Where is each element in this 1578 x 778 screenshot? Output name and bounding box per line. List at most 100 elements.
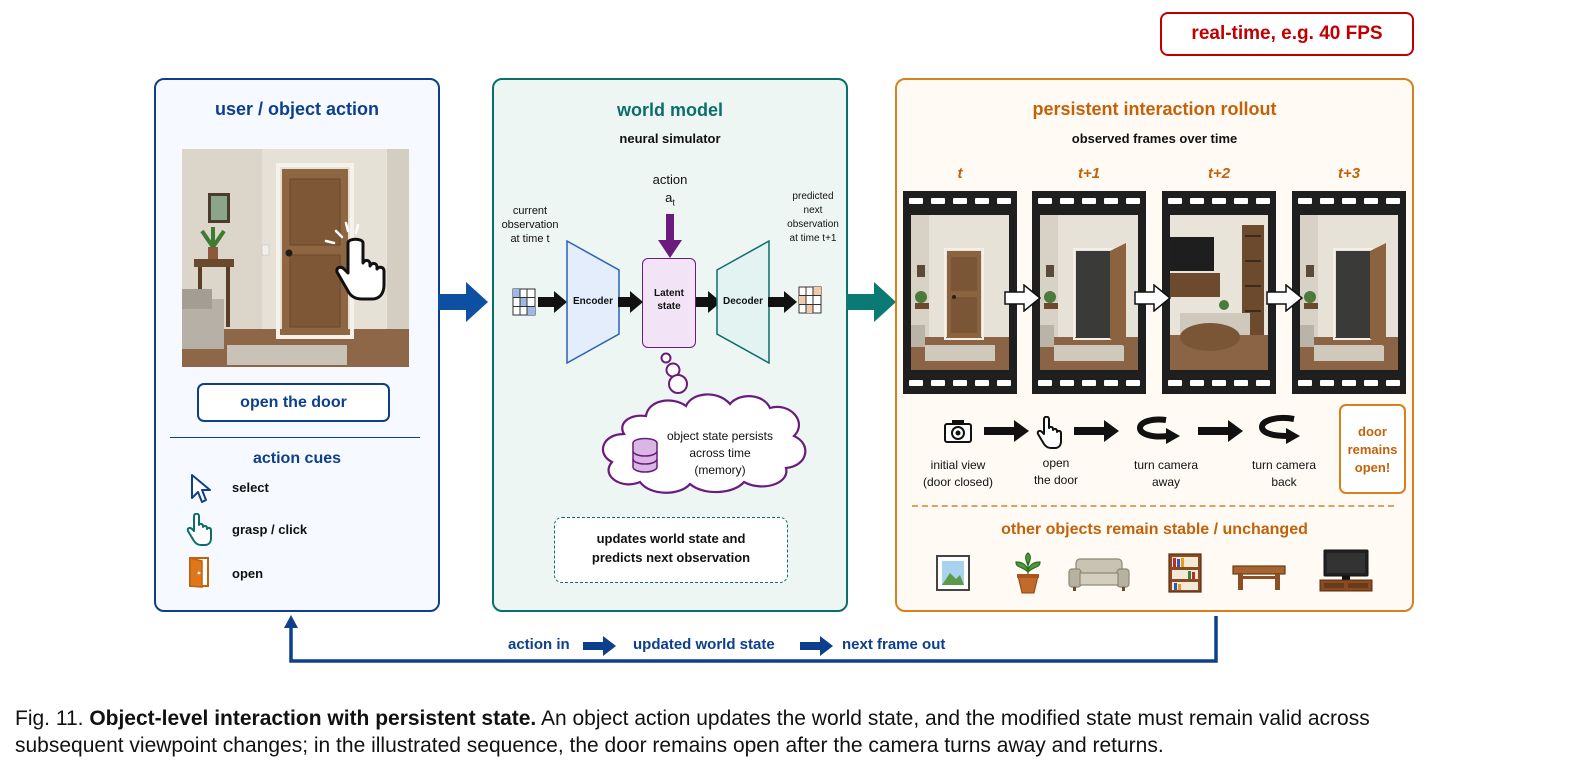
turn-back-icon bbox=[1258, 415, 1300, 444]
encoder-label: Encoder bbox=[572, 296, 613, 307]
user-action-title: user / object action bbox=[214, 99, 380, 119]
door-remains-open-note: door remains open! bbox=[1339, 404, 1406, 494]
world-model-subtitle: neural simulator bbox=[619, 131, 721, 146]
turn-away-icon bbox=[1136, 416, 1180, 444]
step-label-turn-back: turn camera back bbox=[1234, 457, 1334, 491]
potted-plant-icon bbox=[1015, 552, 1041, 594]
update-line-2: predicts next observation bbox=[591, 550, 751, 565]
step-back-line-2: back bbox=[1271, 475, 1297, 489]
figure-caption: Fig. 11. Object-level interaction with p… bbox=[15, 705, 1575, 759]
cue-label-open: open bbox=[232, 566, 264, 581]
arrow-to-encoder bbox=[538, 291, 567, 313]
coffee-table-icon bbox=[1232, 565, 1286, 590]
pred-obs-line-3: observation bbox=[787, 219, 839, 230]
step-arrow-1 bbox=[984, 420, 1029, 442]
action-cues-title: action cues bbox=[252, 450, 342, 467]
caption-line-1: Fig. 11. Object-level interaction with p… bbox=[15, 705, 1575, 732]
current-obs-line-2: observation bbox=[501, 219, 559, 231]
action-label: action bbox=[652, 172, 688, 187]
step-open-line-1: open bbox=[1042, 456, 1070, 470]
step-label-initial: initial view (door closed) bbox=[908, 457, 1008, 491]
film-frame-t bbox=[903, 191, 1017, 394]
film-frame-t2 bbox=[1162, 191, 1276, 394]
caption-bold: Object-level interaction with persistent… bbox=[89, 707, 537, 730]
film-frame-t1 bbox=[1032, 191, 1146, 394]
action-symbol: at bbox=[630, 190, 710, 208]
current-obs-line-3: at time t bbox=[510, 233, 550, 245]
loop-arrow-1 bbox=[583, 636, 616, 656]
frame-label-t1: t+1 bbox=[1077, 165, 1101, 182]
step-arrow-3 bbox=[1198, 420, 1243, 442]
door-note-line-1: door bbox=[1358, 424, 1387, 439]
action-symbol-sub: t bbox=[672, 197, 675, 208]
step-back-line-1: turn camera bbox=[1251, 458, 1317, 472]
step-initial-line-2: (door closed) bbox=[922, 475, 994, 489]
rollout-subtitle: observed frames over time bbox=[1071, 131, 1238, 146]
current-observation-label: current observation at time t bbox=[492, 204, 568, 246]
step-open-line-2: the door bbox=[1033, 473, 1079, 487]
current-observation-grid-icon bbox=[512, 288, 536, 316]
step-initial-line-1: initial view bbox=[930, 458, 986, 472]
arrow-to-rollout bbox=[846, 282, 896, 322]
step-arrow-2 bbox=[1074, 420, 1119, 442]
cue-grasp: grasp / click bbox=[186, 513, 426, 547]
cue-open: open bbox=[186, 556, 426, 590]
latent-line-1: Latent bbox=[654, 288, 684, 299]
memory-line-2: across time bbox=[689, 446, 751, 460]
frame-arrow-1 bbox=[1004, 284, 1042, 312]
decoder-label: Decoder bbox=[722, 296, 763, 307]
frame-label-t: t bbox=[957, 165, 963, 182]
action-down-arrow bbox=[658, 214, 682, 258]
frame-label-t3: t+3 bbox=[1337, 165, 1361, 182]
frame-arrow-3 bbox=[1266, 284, 1304, 312]
latent-state-block bbox=[642, 258, 696, 348]
action-symbol-a: a bbox=[665, 190, 673, 205]
memory-text: object state persists across time (memor… bbox=[660, 428, 780, 479]
predicted-observation-grid-icon bbox=[798, 286, 822, 314]
rollout-title: persistent interaction rollout bbox=[1032, 99, 1277, 119]
cue-label-select: select bbox=[232, 480, 269, 495]
update-world-state-box: updates world state and predicts next ob… bbox=[554, 517, 788, 583]
camera-icon bbox=[944, 420, 972, 443]
step-label-open: open the door bbox=[1006, 455, 1106, 489]
arrow-to-prediction bbox=[768, 291, 797, 313]
update-line-1: updates world state and bbox=[596, 531, 746, 546]
frame-label-t2: t+2 bbox=[1207, 165, 1231, 182]
step-label-turn-away: turn camera away bbox=[1116, 457, 1216, 491]
latent-line-2: state bbox=[657, 301, 681, 312]
loop-arrow-2 bbox=[800, 636, 833, 656]
cue-select: select bbox=[186, 472, 426, 504]
open-door-icon bbox=[189, 557, 209, 588]
film-frame-t3 bbox=[1292, 191, 1406, 394]
door-note-line-3: open! bbox=[1354, 460, 1391, 475]
left-divider bbox=[170, 437, 420, 438]
open-door-button[interactable]: open the door bbox=[197, 383, 390, 422]
room-scene-image bbox=[182, 149, 409, 367]
world-model-title: world model bbox=[616, 100, 723, 120]
predicted-observation-label: predicted next observation at time t+1 bbox=[778, 190, 848, 246]
hand-icon bbox=[1036, 416, 1062, 449]
caption-line-2: subsequent viewpoint changes; in the ill… bbox=[15, 734, 1164, 757]
arrow-to-world-model bbox=[438, 282, 488, 322]
memory-line-3: (memory) bbox=[694, 463, 746, 477]
frame-arrow-2 bbox=[1134, 284, 1172, 312]
arrow-to-decoder bbox=[696, 291, 721, 313]
stable-objects-title: other objects remain stable / unchanged bbox=[1001, 521, 1308, 538]
cursor-arrow-icon bbox=[191, 474, 211, 503]
pred-obs-line-4: at time t+1 bbox=[789, 233, 837, 244]
hand-pointer-icon bbox=[186, 513, 212, 546]
bookshelf-icon bbox=[1168, 553, 1202, 593]
loop-label-next-frame: next frame out bbox=[842, 636, 946, 653]
door-note-line-2: remains bbox=[1347, 442, 1398, 457]
arrow-to-latent bbox=[618, 291, 643, 313]
caption-rest: An object action updates the world state… bbox=[536, 707, 1370, 730]
loop-label-updated: updated world state bbox=[633, 636, 775, 653]
fps-badge: real-time, e.g. 40 FPS bbox=[1160, 12, 1414, 56]
step-away-line-1: turn camera bbox=[1133, 458, 1199, 472]
picture-frame-icon bbox=[936, 555, 970, 591]
caption-prefix: Fig. 11. bbox=[15, 707, 90, 730]
cue-label-grasp: grasp / click bbox=[232, 522, 308, 537]
loop-label-action-in: action in bbox=[508, 636, 570, 653]
current-obs-line-1: current bbox=[512, 205, 548, 217]
memory-line-1: object state persists bbox=[666, 429, 774, 443]
